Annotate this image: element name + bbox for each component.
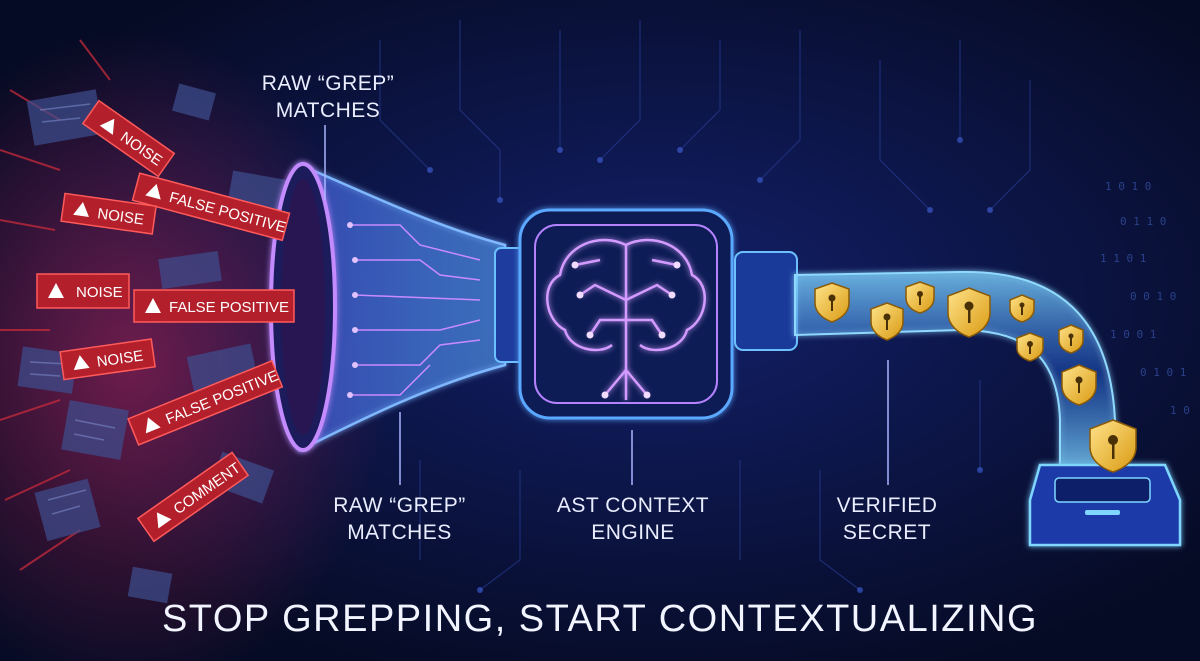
bottom-raw-grep-label-line-2: MATCHES: [347, 521, 452, 544]
ast-context-engine-label-line-1: AST CONTEXT: [556, 494, 710, 517]
warning-icon: [48, 283, 64, 298]
background-circuit-nodes: [427, 137, 993, 593]
label-leader-lines: [324, 125, 889, 485]
background-circuit-traces: [379, 20, 1031, 591]
top-raw-grep-label-line-2: MATCHES: [275, 99, 381, 122]
svg-text:0 1 1 0: 0 1 1 0: [1120, 215, 1166, 228]
ast-context-engine-label-line-2: ENGINE: [591, 521, 675, 544]
binary-rain: 1 0 1 0 0 1 1 0 1 1 0 1 0 0 1 0 1 0 0 1 …: [1100, 180, 1190, 417]
svg-text:FALSE POSITIVE: FALSE POSITIVE: [169, 299, 289, 316]
svg-text:NOISE: NOISE: [76, 284, 123, 301]
warning-icon: [73, 355, 90, 371]
warning-icon: [73, 202, 89, 218]
vault-tray-icon: [1028, 463, 1182, 547]
code-debris: [17, 83, 288, 604]
ast-context-engine-label: AST CONTEXT ENGINE: [548, 492, 718, 546]
svg-text:0 0 1 0: 0 0 1 0: [1130, 290, 1176, 303]
svg-text:NOISE: NOISE: [96, 347, 145, 370]
verified-secret-label: VERIFIED SECRET: [822, 492, 952, 546]
funnel-circuit-lines: [350, 224, 481, 396]
svg-text:1 0 1 0: 1 0 1 0: [1105, 180, 1151, 193]
svg-text:1 1 0 1: 1 1 0 1: [1100, 252, 1146, 265]
svg-text:1 0: 1 0: [1170, 404, 1190, 417]
funnel-circuit-nodes: [347, 222, 358, 398]
bottom-raw-grep-label: RAW “GREP” MATCHES: [327, 492, 472, 546]
top-raw-grep-label: RAW “GREP” MATCHES: [258, 70, 398, 124]
warning-icon: [99, 118, 115, 135]
warning-icon: [145, 298, 161, 313]
svg-text:NOISE: NOISE: [96, 205, 145, 228]
verified-secret-label-line-2: SECRET: [842, 521, 932, 544]
ast-engine-chip: [518, 208, 734, 420]
brain-circuit-icon: [546, 238, 706, 400]
top-raw-grep-label-line-1: RAW “GREP”: [261, 72, 395, 95]
svg-text:0 1 0 1: 0 1 0 1: [1140, 366, 1186, 379]
headline: STOP GREPPING, START CONTEXTUALIZING: [161, 598, 1039, 640]
noise-tag: NOISE: [59, 338, 156, 381]
noise-tag: NOISE: [36, 273, 130, 309]
noise-tag: NOISE: [60, 192, 157, 235]
shield-key-glyphs: [828, 291, 1118, 459]
warning-icon: [145, 183, 161, 200]
false-positive-tag: FALSE POSITIVE: [133, 289, 295, 323]
warning-icon: [145, 417, 161, 434]
verified-secret-label-line-1: VERIFIED: [836, 494, 938, 517]
bottom-raw-grep-label-line-1: RAW “GREP”: [333, 494, 466, 517]
code-debris-lines: [29, 103, 116, 515]
warning-icon: [156, 512, 172, 529]
svg-text:1 0 0 1: 1 0 0 1: [1110, 328, 1156, 341]
